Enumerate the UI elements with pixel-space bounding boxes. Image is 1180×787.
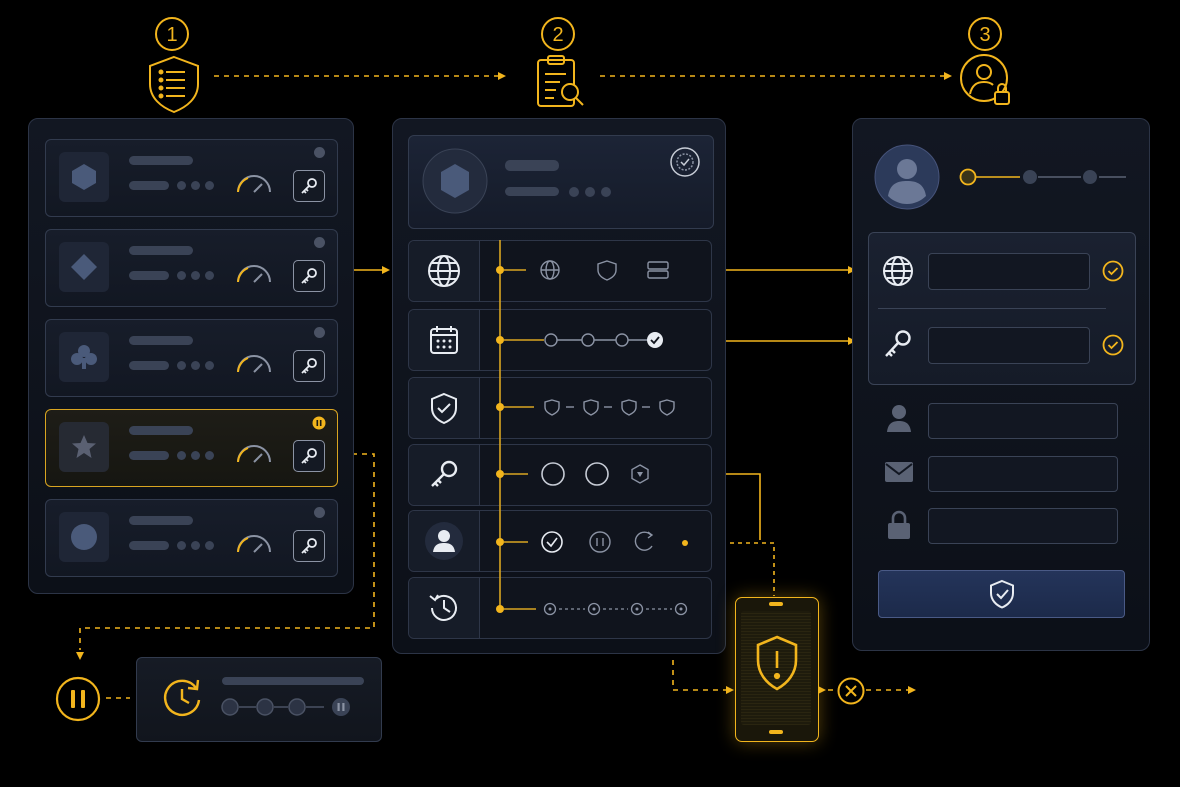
gauge-icon: [234, 168, 274, 200]
paused-job-steps: [221, 698, 350, 716]
key-button[interactable]: [293, 530, 325, 562]
x-circle-icon: [836, 676, 866, 710]
status-dot: [314, 147, 325, 158]
audit-row-security[interactable]: [408, 377, 712, 439]
network-field[interactable]: [928, 253, 1090, 290]
key-button[interactable]: [293, 440, 325, 472]
step-2-badge: 2: [540, 16, 576, 56]
shield-check-icon: [409, 378, 480, 438]
password-field[interactable]: [928, 508, 1118, 544]
globe-icon: [409, 241, 480, 301]
shield-check-icon: [989, 579, 1014, 609]
clock-refresh-icon: [158, 674, 206, 726]
user-lock-icon: [958, 52, 1014, 112]
step-3-badge: 3: [967, 16, 1003, 56]
diamond-icon: [59, 242, 109, 292]
name-field[interactable]: [928, 403, 1118, 439]
key-icon: [409, 445, 480, 505]
verified-badge-icon: [669, 146, 701, 182]
svg-text:3: 3: [979, 24, 990, 46]
email-field[interactable]: [928, 456, 1118, 492]
star-icon: [59, 422, 109, 472]
status-dot: [314, 237, 325, 248]
key-button[interactable]: [293, 260, 325, 292]
clipboard-search-icon: [530, 52, 590, 116]
user-icon: [886, 403, 912, 437]
shield-alert-icon: [754, 634, 800, 696]
pause-icon: [312, 415, 326, 434]
gauge-icon: [234, 438, 274, 470]
hexagon-icon: [59, 152, 109, 202]
calendar-icon: [409, 310, 480, 370]
check-circle-icon: [1102, 260, 1124, 286]
key-button[interactable]: [293, 170, 325, 202]
shield-list-icon: [144, 54, 204, 118]
avatar: [874, 144, 940, 214]
globe-icon: [881, 254, 915, 292]
status-dot: [314, 507, 325, 518]
pause-button[interactable]: [54, 675, 102, 727]
progress-stepper: [959, 168, 1126, 186]
check-circle-icon: [1102, 334, 1124, 360]
svg-text:1: 1: [166, 24, 177, 46]
audit-spine: [496, 240, 688, 616]
key-field[interactable]: [928, 327, 1090, 364]
audit-row-keys[interactable]: [408, 444, 712, 506]
circle-icon: [59, 512, 109, 562]
submit-button[interactable]: [878, 570, 1125, 618]
user-icon: [409, 511, 480, 571]
audit-row-history[interactable]: [408, 577, 712, 639]
key-icon: [882, 328, 914, 366]
gauge-icon: [234, 528, 274, 560]
lock-icon: [887, 510, 911, 544]
status-dot: [314, 327, 325, 338]
step-1-badge: 1: [154, 16, 190, 56]
key-button[interactable]: [293, 350, 325, 382]
gauge-icon: [234, 348, 274, 380]
audit-row-user[interactable]: [408, 510, 712, 572]
clock-history-icon: [409, 578, 480, 638]
gauge-icon: [234, 258, 274, 290]
hexagon-avatar: [422, 148, 488, 218]
mail-icon: [884, 461, 914, 487]
svg-text:2: 2: [552, 24, 563, 46]
club-icon: [59, 332, 109, 382]
